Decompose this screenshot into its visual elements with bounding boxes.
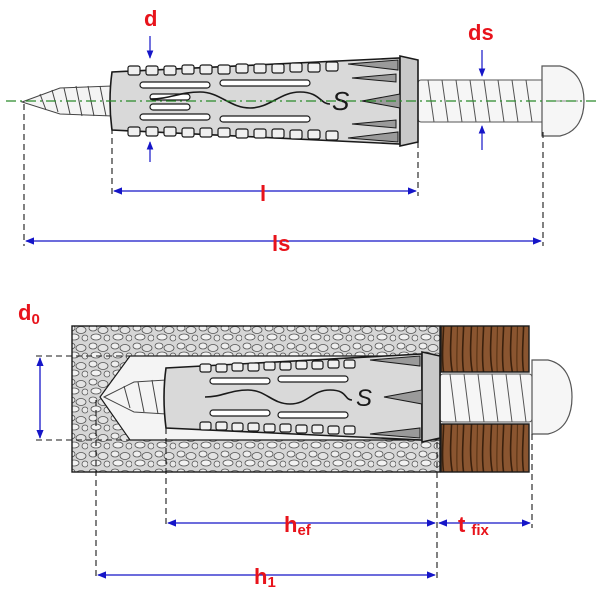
bottom-dowel-teeth-top — [199, 359, 356, 373]
label-tfix-sub: fix — [471, 522, 489, 539]
label-l: l — [260, 181, 266, 206]
dowel-spring — [149, 91, 331, 109]
bottom-dowel-teeth-bottom — [199, 421, 356, 435]
label-h1-sub: 1 — [267, 574, 275, 591]
top-dowel-assembly: S — [6, 55, 596, 147]
label-h1: h1 — [254, 564, 276, 591]
bottom-installation: S — [71, 325, 573, 473]
dowel-teeth-bottom — [127, 126, 339, 141]
bottom-screw-head — [531, 359, 573, 435]
bottom-dowel-fins — [369, 355, 423, 439]
bottom-dowel-spring — [204, 389, 353, 405]
bottom-screw-shank — [439, 373, 533, 423]
dowel-fins — [347, 59, 401, 143]
extension-lines-bottom — [36, 355, 533, 580]
extension-lines-top — [23, 104, 544, 246]
label-d0: d0 — [18, 300, 40, 328]
label-hef: hef — [284, 512, 312, 539]
label-hef-sub: ef — [297, 522, 311, 539]
label-d0-sub: 0 — [31, 311, 39, 328]
dowel-teeth-top — [127, 61, 339, 76]
label-ds: ds — [468, 20, 494, 45]
bottom-dowel-collar — [421, 351, 441, 443]
wood-fixture-bottom — [440, 423, 530, 473]
bottom-dowel-body — [163, 353, 423, 441]
label-d: d — [144, 6, 157, 31]
wood-fixture-top — [440, 325, 530, 373]
bottom-dowel-logo-mark: S — [356, 385, 372, 412]
label-ls: ls — [272, 231, 290, 256]
bottom-dowel-slots — [209, 375, 349, 419]
